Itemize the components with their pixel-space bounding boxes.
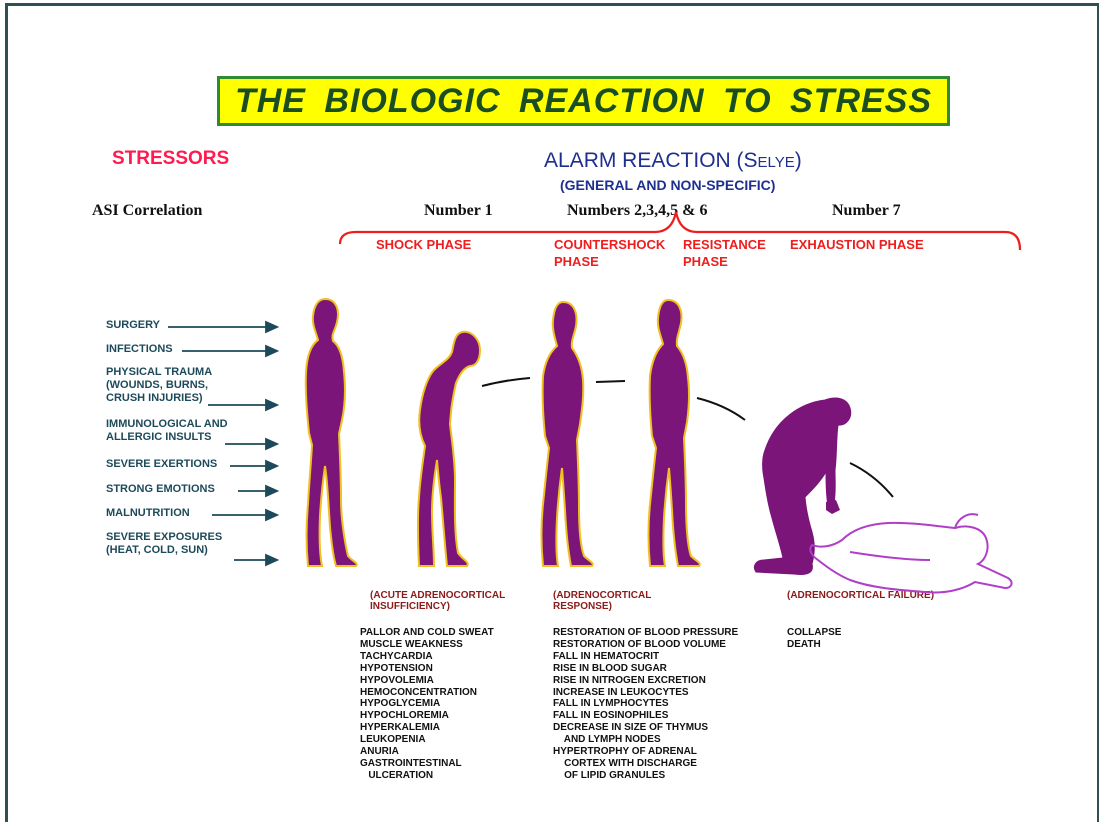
arrow-immunological <box>225 439 277 449</box>
alarm-bracket <box>340 212 1020 250</box>
arrow-strong-emotions <box>238 486 277 496</box>
exhaustion-figure <box>754 398 850 574</box>
exhaustion-hand <box>826 500 840 514</box>
upright-figure <box>306 299 357 566</box>
resistance-figure <box>649 300 700 566</box>
countershock-figure <box>542 302 593 566</box>
arrow-surgery <box>168 322 277 332</box>
shock-figure <box>418 332 480 566</box>
arrow-physical-trauma <box>208 400 277 410</box>
arrow-severe-exertions <box>230 461 277 471</box>
dead-figure <box>810 514 1011 592</box>
arrow-infections <box>182 346 277 356</box>
arrow-malnutrition <box>212 510 277 520</box>
arrow-severe-exposures <box>234 555 277 565</box>
stressor-arrows <box>168 322 277 565</box>
